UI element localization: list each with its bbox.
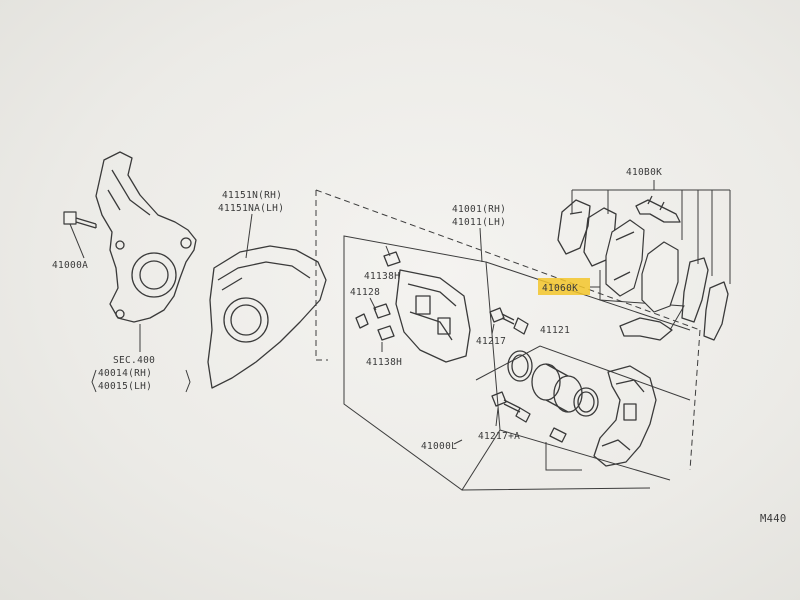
knuckle-bolt[interactable] [63, 211, 97, 259]
pad-retainer-clip[interactable] [619, 317, 673, 341]
pad-shim-outer-2[interactable] [703, 281, 729, 341]
label-bleeder-top: 41138H [364, 271, 400, 282]
pad-hardware-clip[interactable] [635, 195, 681, 223]
bleeder-cap[interactable] [373, 303, 391, 319]
label-pad-kit: 410B0K [626, 167, 662, 178]
steering-knuckle[interactable] [95, 151, 197, 323]
piston-kit-box [475, 345, 691, 401]
brake-pad-outer[interactable] [641, 241, 679, 313]
leader-shield [245, 213, 253, 259]
label-guide-pin: 41217 [476, 336, 506, 347]
pad-shim-left[interactable] [557, 199, 591, 255]
label-knuckle-bolt: 41000A [52, 260, 88, 271]
leader-caliper-body [453, 439, 463, 445]
pad-kit-bracket [571, 189, 731, 284]
caliper-bracket[interactable] [593, 365, 657, 467]
caliper-assembly-box [343, 235, 501, 491]
caliper-body[interactable] [395, 269, 471, 363]
label-shield-lh: 41151NA(LH) [218, 203, 284, 214]
leader-guide-pin [491, 323, 495, 335]
pad-set-highlight [538, 278, 590, 295]
leader-guide-pin-a [495, 407, 499, 427]
pad-shim-outer[interactable] [681, 257, 709, 323]
label-guide-pin-a: 41217+A [478, 431, 520, 442]
dust-boot[interactable] [573, 387, 599, 417]
leader-guide-pin-a-2 [545, 442, 582, 471]
page-code: M440 [760, 513, 787, 525]
label-piston-kit: 41121 [540, 325, 570, 336]
guide-pin-bushing[interactable] [355, 313, 369, 329]
bleeder-screw-bottom[interactable] [377, 325, 395, 341]
label-pad-set[interactable]: 41060K [542, 283, 578, 294]
label-knuckle-lh: 40015(LH) [98, 381, 152, 392]
bracket-knuckle [91, 369, 191, 393]
label-sec-ref: SEC.400 [113, 355, 155, 366]
leader-caliper-assy [479, 227, 483, 263]
label-caliper-assy-rh: 41001(RH) [452, 204, 506, 215]
label-caliper-assy-lh: 41011(LH) [452, 217, 506, 228]
piston-seal[interactable] [507, 350, 533, 382]
label-caliper-body: 41000L [421, 441, 457, 452]
label-bleeder-bottom: 41138H [366, 357, 402, 368]
label-knuckle-rh: 40014(RH) [98, 368, 152, 379]
label-bleeder-cap: 41128 [350, 287, 380, 298]
pad-set-bracket [599, 270, 685, 331]
dust-shield[interactable] [207, 245, 327, 389]
guide-pin[interactable] [489, 307, 529, 335]
caliper-assembly-box-edges [461, 261, 691, 491]
caliper-assembly-dashed-outline [315, 189, 701, 471]
label-shield-rh: 41151N(RH) [222, 190, 282, 201]
brake-pad-inner[interactable] [605, 219, 645, 297]
guide-pin-a[interactable] [491, 391, 567, 443]
bleeder-screw-top[interactable] [383, 245, 401, 267]
